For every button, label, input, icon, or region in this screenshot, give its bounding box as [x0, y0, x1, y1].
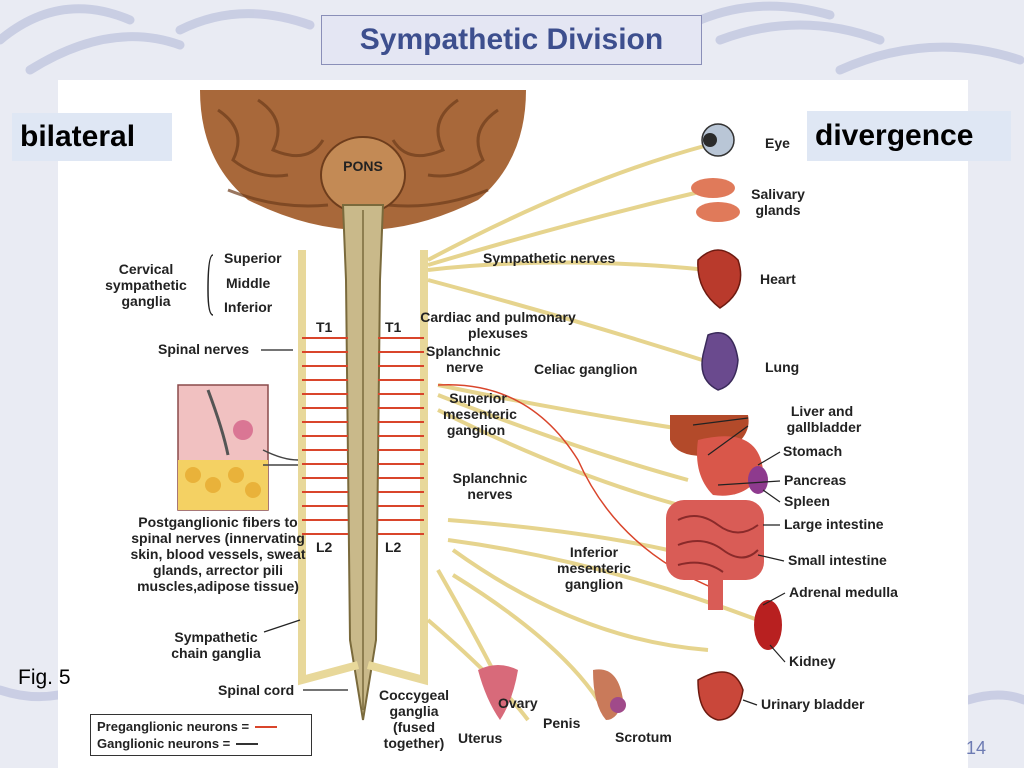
legend: Preganglionic neurons = Ganglionic neuro… — [90, 714, 312, 756]
liver-label-2: gallbladder — [787, 419, 862, 435]
postganglionic-line-1: Postganglionic fibers to — [138, 514, 297, 530]
t1-right-label: T1 — [385, 319, 402, 335]
eye-organ — [701, 123, 735, 157]
coccygeal-label-2: ganglia — [389, 703, 438, 719]
pons — [320, 136, 406, 214]
scrotum-label: Scrotum — [615, 729, 672, 745]
legend-ganglionic-swatch — [236, 742, 259, 745]
spleen-organ — [748, 466, 768, 494]
t1-left-label: T1 — [316, 319, 333, 335]
legend-preganglionic: Preganglionic neurons = — [97, 718, 305, 735]
heart-label: Heart — [760, 271, 796, 287]
salivary-label-2: glands — [755, 202, 800, 218]
skin-block — [177, 384, 269, 511]
uterus-label: Uterus — [458, 730, 503, 746]
cervical-label-2: sympathetic — [105, 277, 187, 293]
superior-ganglion-label: Superior — [224, 250, 282, 266]
splanchnic-nerves-label-1: Splanchnic — [453, 470, 528, 486]
stomach-label: Stomach — [783, 443, 842, 459]
salivary-organ — [691, 178, 740, 222]
eye-label: Eye — [765, 135, 790, 151]
superior-mesenteric-label-3: ganglion — [447, 422, 505, 438]
legend-preganglionic-label: Preganglionic neurons = — [97, 719, 250, 734]
divergence-tag: divergence — [807, 111, 1011, 161]
kidney-organ — [754, 600, 782, 650]
celiac-ganglion-label: Celiac ganglion — [534, 361, 637, 377]
legend-ganglionic-label: Ganglionic neurons = — [97, 736, 231, 751]
cardiac-plexus-label-1: Cardiac and pulmonary — [420, 309, 576, 325]
coccygeal-label-3: (fused — [393, 719, 435, 735]
heart-organ — [697, 249, 742, 309]
salivary-label-1: Salivary — [751, 186, 805, 202]
postganglionic-line-2: spinal nerves (innervating — [131, 530, 305, 546]
uterus-organ — [478, 665, 518, 720]
penis-label: Penis — [543, 715, 581, 731]
figure-label: Fig. 5 — [18, 666, 71, 689]
splanchnic-nerve-label-2: nerve — [446, 359, 484, 375]
pons-label: PONS — [343, 158, 383, 174]
chain-ganglia-label-2: chain ganglia — [171, 645, 261, 661]
spinal-cord-label: Spinal cord — [218, 682, 294, 698]
middle-ganglion-label: Middle — [226, 275, 271, 291]
splanchnic-nerve-label-1: Splanchnic — [426, 343, 501, 359]
superior-mesenteric-label-1: Superior — [449, 390, 507, 406]
coccygeal-label-1: Coccygeal — [379, 687, 449, 703]
bladder-organ — [697, 671, 744, 721]
ovary-label: Ovary — [498, 695, 538, 711]
postganglionic-line-4: glands, arrector pili — [153, 562, 283, 578]
cardiac-plexus-label-2: plexuses — [468, 325, 528, 341]
legend-preganglionic-swatch — [255, 725, 278, 728]
cervical-label-1: Cervical — [119, 261, 173, 277]
sympathetic-division-diagram: PONS — [105, 90, 898, 751]
superior-mesenteric-label-2: mesenteric — [443, 406, 517, 422]
l2-left-label: L2 — [316, 539, 333, 555]
bilateral-tag: bilateral — [12, 113, 172, 161]
spinal-nerves-label: Spinal nerves — [158, 341, 249, 357]
coccygeal-label-4: together) — [384, 735, 445, 751]
penis-organ — [593, 669, 626, 720]
lung-label: Lung — [765, 359, 799, 375]
adrenal-label: Adrenal medulla — [789, 584, 898, 600]
liver-label-1: Liver and — [791, 403, 853, 419]
splanchnic-nerves-label-2: nerves — [467, 486, 512, 502]
urinary-bladder-label: Urinary bladder — [761, 696, 865, 712]
lung-organ — [701, 332, 739, 391]
spleen-label: Spleen — [784, 493, 830, 509]
inferior-mesenteric-label-3: ganglion — [565, 576, 623, 592]
slide-title: Sympathetic Division — [321, 15, 702, 65]
sympathetic-nerves-label: Sympathetic nerves — [483, 250, 615, 266]
inferior-mesenteric-label-1: Inferior — [570, 544, 619, 560]
chain-ganglia-label-1: Sympathetic — [174, 629, 257, 645]
inferior-ganglion-label: Inferior — [224, 299, 273, 315]
large-intestine-label: Large intestine — [784, 516, 884, 532]
postganglionic-line-3: skin, blood vessels, sweat — [130, 546, 305, 562]
small-intestine-label: Small intestine — [788, 552, 887, 568]
page-number: 14 — [966, 738, 987, 758]
pancreas-label: Pancreas — [784, 472, 846, 488]
legend-ganglionic: Ganglionic neurons = — [97, 735, 305, 752]
kidney-label: Kidney — [789, 653, 836, 669]
postganglionic-line-5: muscles,adipose tissue) — [137, 578, 299, 594]
intestine-organ — [666, 500, 764, 610]
cervical-label-3: ganglia — [121, 293, 170, 309]
inferior-mesenteric-label-2: mesenteric — [557, 560, 631, 576]
l2-right-label: L2 — [385, 539, 402, 555]
